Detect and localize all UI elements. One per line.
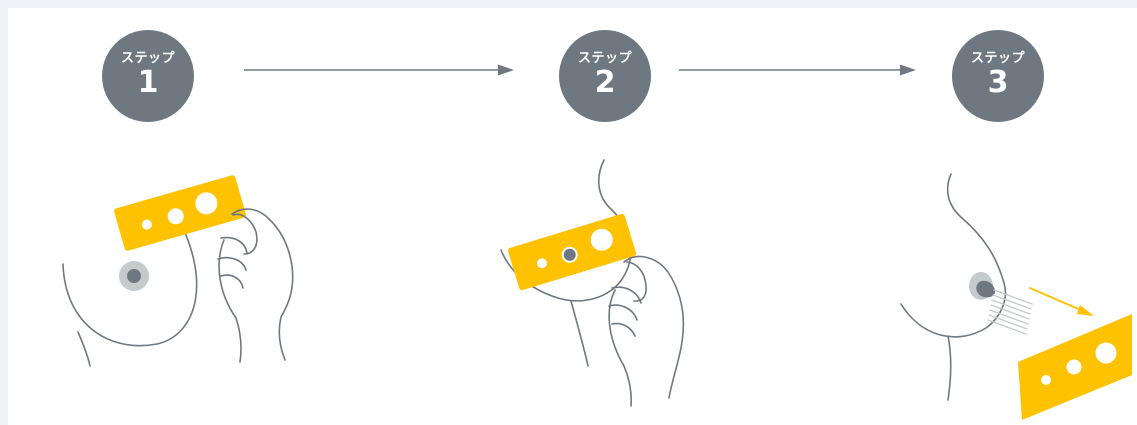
breast-outline-icon <box>901 174 1005 337</box>
ruler-card-icon <box>113 174 246 251</box>
right-arrow-icon <box>244 65 514 76</box>
hand-icon <box>609 257 683 406</box>
hand-icon <box>218 209 293 362</box>
step-3-illustration <box>901 174 1132 420</box>
direction-arrow-icon <box>1030 288 1094 316</box>
nipple-icon <box>127 269 141 283</box>
step-1-illustration <box>63 174 293 366</box>
ruler-card-icon <box>507 213 637 291</box>
ruler-card-icon <box>1018 314 1132 420</box>
motion-lines <box>988 290 1032 334</box>
step-2-illustration <box>501 160 683 406</box>
right-arrow-icon <box>679 65 916 76</box>
